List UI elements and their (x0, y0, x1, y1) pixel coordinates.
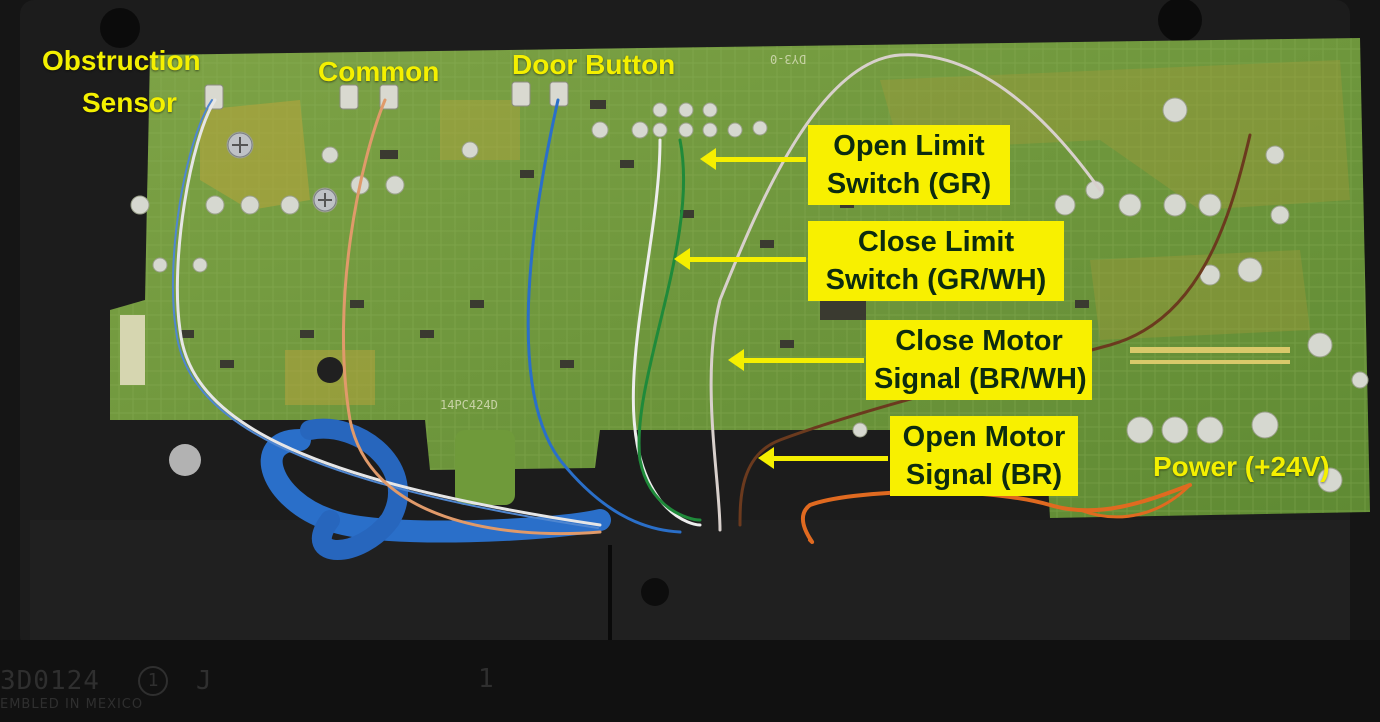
callout-line: Switch (GR/WH) (825, 264, 1047, 296)
housing-circled-mark: 1 (138, 666, 168, 696)
common-label: Common (318, 56, 440, 87)
pcb-revision-mark: DY3-0 (770, 52, 807, 66)
housing-letter-mark: J (196, 666, 213, 696)
obstruction-sensor-label-line1: Obstruction (42, 45, 201, 76)
open-motor-signal-callout: Open Motor Signal (BR) (890, 416, 1078, 496)
power-label: Power (+24V) (1153, 451, 1330, 482)
close-limit-arrow-icon (674, 248, 806, 270)
close-motor-arrow-icon (728, 349, 864, 371)
callout-line: Close Limit (857, 226, 1015, 258)
obstruction-sensor-label-line2: Sensor (82, 87, 177, 118)
open-limit-arrow-icon (700, 148, 806, 170)
housing-assembled-text: EMBLED IN MEXICO (0, 697, 144, 712)
door-button-label: Door Button (512, 49, 676, 80)
close-motor-signal-callout: Close Motor Signal (BR/WH) (866, 320, 1092, 400)
housing-digit-mark: 1 (478, 664, 495, 694)
pcb-board-id: 14PC424D (440, 398, 498, 412)
callout-line: Signal (BR) (905, 459, 1063, 491)
callout-line: Open Motor (902, 421, 1066, 453)
close-limit-switch-callout: Close Limit Switch (GR/WH) (808, 221, 1064, 301)
housing-part-number: 3D0124 (0, 666, 100, 696)
open-motor-arrow-icon (758, 447, 888, 469)
open-limit-switch-callout: Open Limit Switch (GR) (808, 125, 1010, 205)
callout-line: Close Motor (895, 325, 1063, 357)
callout-line: Signal (BR/WH) (874, 363, 1087, 395)
callout-line: Switch (GR) (826, 168, 992, 200)
callout-line: Open Limit (833, 130, 985, 162)
